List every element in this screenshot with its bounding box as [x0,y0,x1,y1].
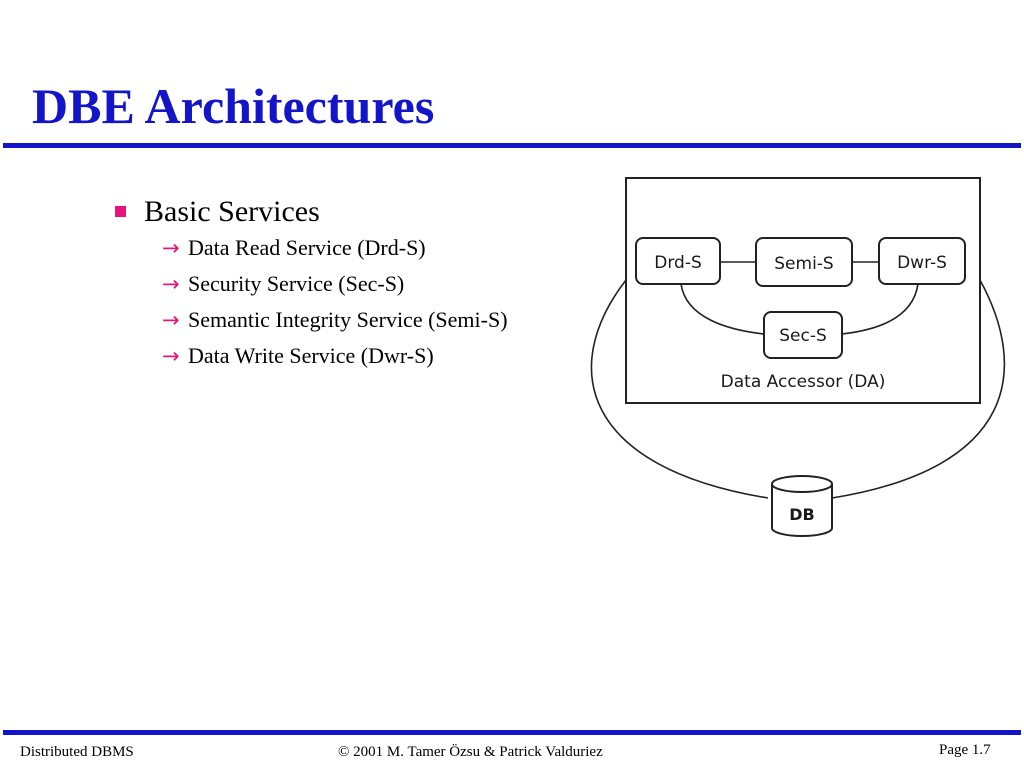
slide-title: DBE Architectures [32,78,435,134]
db-cylinder [771,484,833,537]
bullet-heading: Basic Services [144,195,320,228]
arrow-bullet-icon: → [162,236,180,260]
link-drd-sec [680,283,765,335]
title-divider [3,143,1021,148]
loop-connector [831,279,1006,499]
footer-copyright: © 2001 M. Tamer Özsu & Patrick Valduriez [338,744,603,760]
loop-connector [590,279,769,499]
sec-s-node [763,311,843,359]
sec-s-label: Sec-S [779,326,827,346]
sub-bullet-item: → Security Service (Sec-S) [112,270,582,298]
data-accessor-box [625,177,981,404]
sub-bullet-text: Data Read Service (Drd-S) [188,235,426,260]
square-bullet-icon [115,206,126,217]
dwr-s-label: Dwr-S [897,253,947,273]
sub-bullet-text: Data Write Service (Dwr-S) [188,343,434,368]
db-label: DB [789,505,814,524]
sub-bullet-item: → Data Read Service (Drd-S) [112,234,582,262]
sub-bullet-item: → Data Write Service (Dwr-S) [112,342,582,370]
drd-s-node [635,237,721,285]
sub-bullet-text: Semantic Integrity Service (Semi-S) [188,307,508,332]
dbe-architecture-diagram: Drd-S Semi-S Dwr-S Sec-S Data Accessor (… [578,168,1014,548]
db-cylinder-top [771,475,833,493]
footer-page-number: Page 1.7 [939,742,991,758]
dwr-s-node [878,237,966,285]
sub-bullet-text: Security Service (Sec-S) [188,271,405,296]
data-accessor-label: Data Accessor (DA) [721,372,886,392]
bullet-basic-services: Basic Services [112,192,582,232]
sub-bullet-list: → Data Read Service (Drd-S) → Security S… [112,234,582,370]
semi-s-node [755,237,853,287]
sub-bullet-item: → Semantic Integrity Service (Semi-S) [112,306,582,334]
drd-s-label: Drd-S [654,253,702,273]
arrow-bullet-icon: → [162,308,180,332]
arrow-bullet-icon: → [162,272,180,296]
footer-course: Distributed DBMS [20,744,134,760]
semi-s-label: Semi-S [774,254,833,274]
arrow-bullet-icon: → [162,344,180,368]
bullet-list: Basic Services → Data Read Service (Drd-… [112,192,582,378]
link-dwr-sec [841,283,919,335]
footer-divider [3,730,1021,735]
